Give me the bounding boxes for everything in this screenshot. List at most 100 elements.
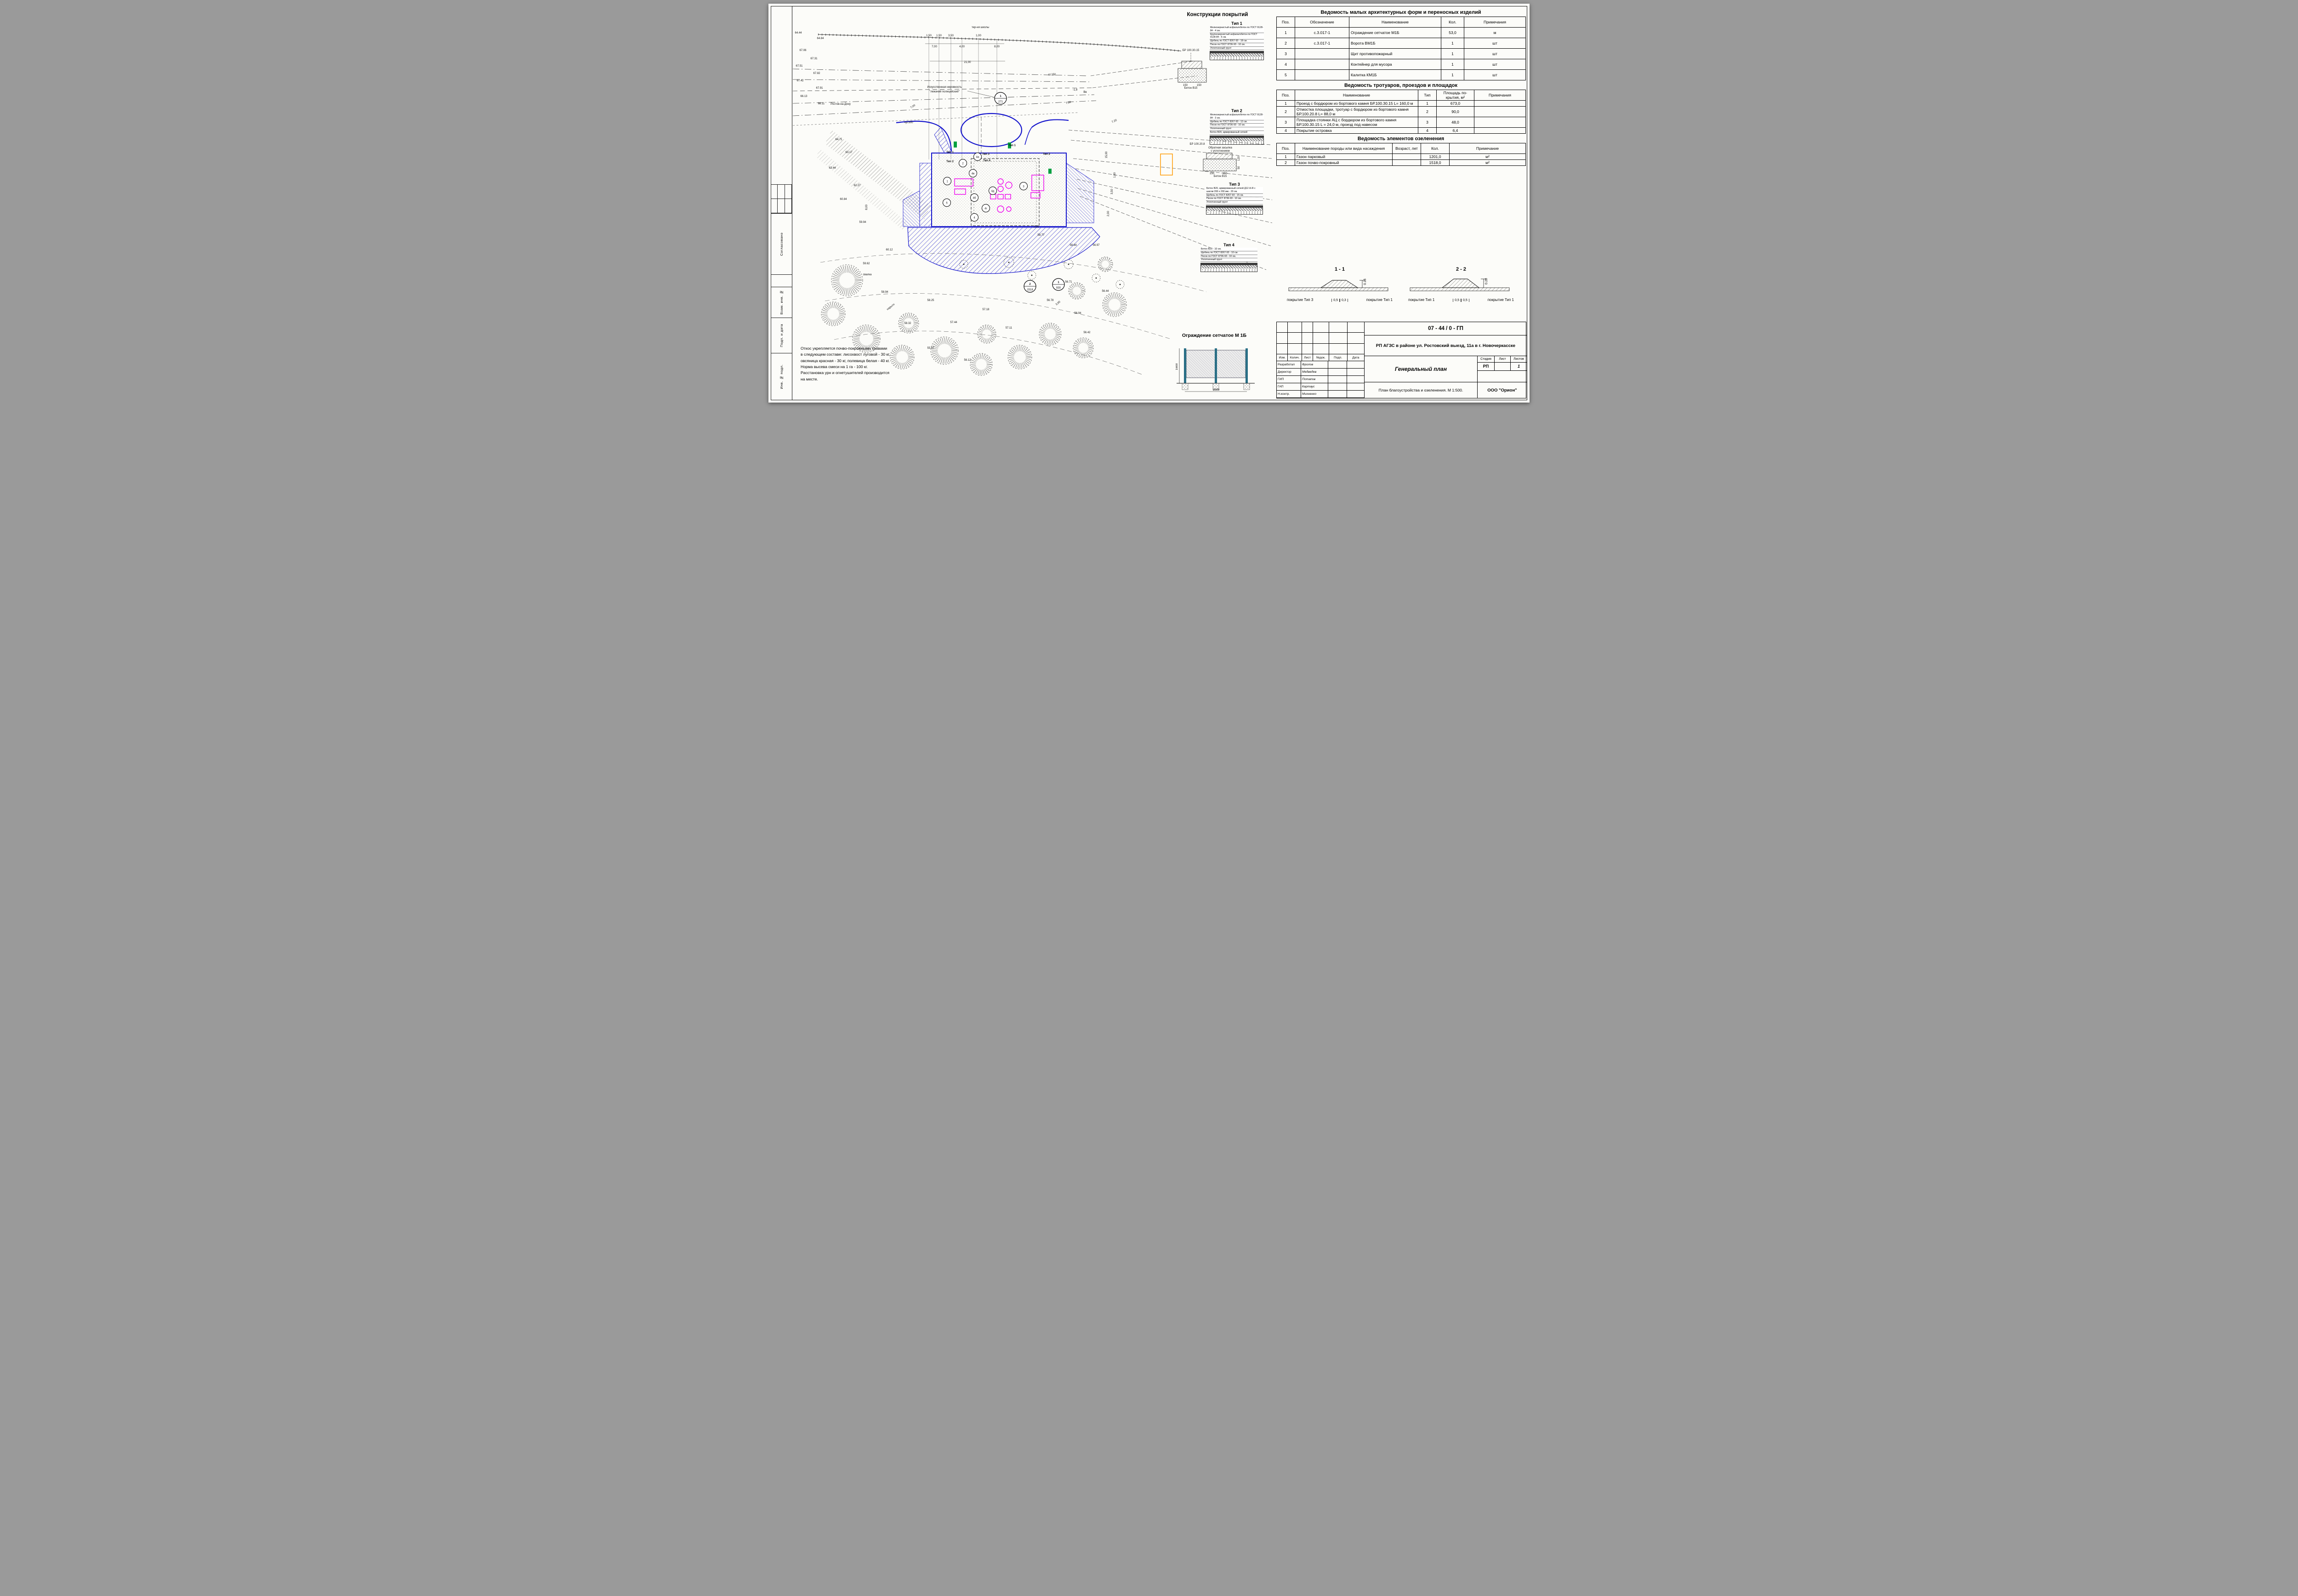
table-cell: Покрытие островка bbox=[1295, 127, 1418, 134]
table-cell: Газон почво-покровный bbox=[1295, 159, 1393, 166]
plan-text: 21,00 bbox=[964, 61, 971, 64]
plan-text: 64.84 bbox=[817, 37, 824, 40]
school-fence-line bbox=[818, 34, 1182, 52]
table-cell: Проезд с бордюром из бортового камня БР.… bbox=[1295, 100, 1418, 107]
item-marker-number: 4д bbox=[991, 190, 995, 193]
maf-table-title: Ведомость малых архитектурных форм и пер… bbox=[1320, 10, 1481, 15]
plan-text: Искусственная неровность bbox=[927, 86, 961, 89]
fence-detail-drawing: 1600 3000 bbox=[1176, 348, 1255, 392]
stage-value: РП bbox=[1478, 363, 1495, 371]
roads-blue bbox=[896, 113, 1100, 274]
mounds-group bbox=[821, 256, 1127, 376]
text-line: Щебень по ГОСТ 8267-93 - 18 см. bbox=[1210, 40, 1264, 43]
coating-type-1-section bbox=[1210, 51, 1264, 61]
plan-text: Тип 2 bbox=[1043, 153, 1050, 156]
table-header-cell: Возраст, лет bbox=[1392, 143, 1421, 154]
table-cell: шт bbox=[1464, 48, 1526, 59]
plan-text: чуг.500 bbox=[904, 121, 913, 124]
plan-text: 64.71 bbox=[835, 138, 842, 141]
margin-label-subst-inv: Взам. инв. № bbox=[771, 287, 792, 318]
table-cell: 1201,0 bbox=[1421, 153, 1450, 160]
section-dim: 0,3 bbox=[1340, 299, 1348, 302]
plan-text: Тип 4 bbox=[983, 159, 990, 162]
stage-label: Стадия bbox=[1478, 356, 1495, 363]
tree-symbol bbox=[959, 260, 968, 269]
table-cell: 1 bbox=[1276, 153, 1295, 160]
plan-text: 58.32 bbox=[904, 322, 911, 325]
table-cell: Калитка КМ1Б bbox=[1349, 69, 1441, 80]
table-cell: шт bbox=[1464, 38, 1526, 49]
item-marker-number: 3 bbox=[1023, 185, 1024, 188]
person-role: Директор bbox=[1277, 368, 1302, 376]
plan-text: 56.44 bbox=[1102, 290, 1109, 293]
plan-text: 150 bbox=[1223, 172, 1228, 175]
plan-text: 67.91 bbox=[816, 87, 823, 90]
gates-green bbox=[954, 142, 1052, 174]
coating-type-4: Тип 4 Бетон В20 - 10 см.Щебень по ГОСТ 8… bbox=[1200, 243, 1257, 272]
plan-text: 57.11 bbox=[1006, 327, 1012, 329]
text-line: Расстановка урн и огнетушителей производ… bbox=[801, 370, 890, 375]
mound-outline bbox=[1102, 292, 1127, 317]
table-header-cell: Наименование породы или вида насаждения bbox=[1295, 143, 1393, 154]
mound-outline bbox=[977, 324, 996, 344]
plan-text: БР 100.30.15 bbox=[1183, 49, 1200, 52]
binding-margin: Согласовано Взам. инв. № Подп. и дата Ин… bbox=[771, 6, 792, 400]
table-cell: 1 bbox=[1441, 48, 1464, 59]
text-line: Норма высева смеси на 1 га - 100 кг. bbox=[801, 364, 868, 369]
margin-filler bbox=[771, 6, 792, 184]
margin-empty-cell bbox=[771, 274, 792, 287]
approved-label: Согласовано bbox=[779, 232, 784, 256]
table-header-cell: Тип bbox=[1418, 90, 1437, 101]
section-dim: 0,5 bbox=[1331, 299, 1340, 302]
person-role: ГАП bbox=[1277, 383, 1302, 391]
person-role: Н.контр. bbox=[1277, 390, 1302, 398]
text-line: овсяница красная - 30 кг, полевица белая… bbox=[801, 358, 890, 363]
table-header-cell: Кол. bbox=[1441, 17, 1464, 28]
mound-hachures bbox=[891, 346, 914, 369]
rev-header: Колич. bbox=[1288, 354, 1302, 361]
mound-outline bbox=[1039, 323, 1062, 346]
area-marker-area: 1518 bbox=[1027, 289, 1033, 291]
table-cell: 5 bbox=[1276, 69, 1295, 80]
plan-text: 7,00 bbox=[932, 45, 937, 48]
tables-column: Ведомость малых архитектурных форм и пер… bbox=[1276, 7, 1526, 166]
table-cell: м bbox=[1464, 27, 1526, 38]
mound-outline bbox=[890, 345, 915, 369]
sheets-value: 1 bbox=[1511, 363, 1527, 371]
plan-text: Бетон В15 bbox=[1214, 175, 1227, 178]
text-line: Уплотненный грунт bbox=[1206, 201, 1263, 204]
coating-type-1-label: Тип 1 bbox=[1231, 21, 1242, 26]
table-cell: шт bbox=[1464, 69, 1526, 80]
text-line: в следующем составе: лисохвост луговой -… bbox=[801, 352, 890, 357]
margin-label-inv-orig: Инв. № подл. bbox=[771, 353, 792, 400]
table-header-cell: Кол. bbox=[1421, 143, 1450, 154]
table-cell: 1 bbox=[1418, 100, 1437, 107]
plan-text: 58.64 bbox=[1069, 244, 1077, 247]
plan-text: Тип 1 bbox=[1008, 144, 1016, 147]
plan-text: 64.44 bbox=[795, 32, 802, 34]
text-line: Бетон В20, армированный сеткой bbox=[1210, 131, 1264, 135]
coating-type-3-label: Тип 3 bbox=[1229, 182, 1240, 187]
plan-text: 150 bbox=[1183, 84, 1188, 87]
area-marker-position: 1 bbox=[1058, 281, 1059, 284]
trees-group bbox=[959, 257, 1125, 289]
plan-text: 67.06 bbox=[799, 49, 807, 52]
fence-detail-title: Ограждение сетчатое М 1Б bbox=[1182, 333, 1247, 338]
plan-text: 59.94 bbox=[859, 221, 866, 224]
rev-header: Дата bbox=[1347, 354, 1364, 361]
table-cell: 48,0 bbox=[1436, 117, 1474, 128]
plan-text: 62.27 bbox=[853, 184, 861, 187]
tree-center bbox=[1008, 261, 1010, 263]
table-cell: 1518,0 bbox=[1421, 159, 1450, 166]
